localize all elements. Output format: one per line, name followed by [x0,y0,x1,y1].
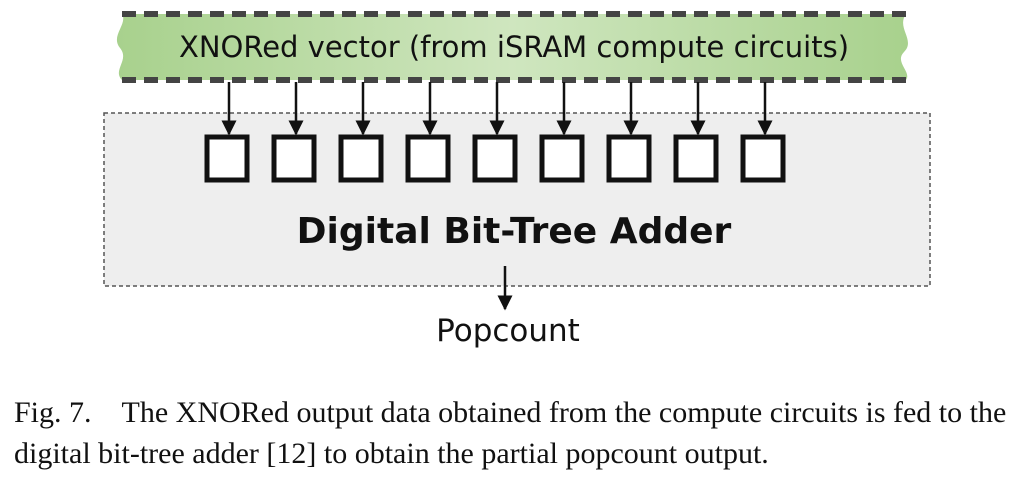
bit-cell [338,134,384,183]
figure-caption: Fig. 7. The XNORed output data obtained … [14,392,1014,474]
caption-text: The XNORed output data obtained from the… [14,396,1007,470]
figure-number: Fig. 7. [14,396,92,429]
adder-diagram: XNORed vector (from iSRAM compute circui… [103,11,931,349]
bit-cell [673,134,719,183]
output-label: Popcount [436,313,580,349]
input-bits [204,82,786,183]
bit-cell [606,134,652,183]
bit-cell [539,134,585,183]
bit-cell [740,134,786,183]
bit-cell [204,134,250,183]
bit-cell [271,134,317,183]
input-vector-shape [116,14,908,80]
bit-cell [405,134,451,183]
input-vector-label: XNORed vector (from iSRAM compute circui… [179,30,849,64]
adder-block-label: Digital Bit-Tree Adder [297,211,732,252]
bit-cell [472,134,518,183]
input-vector-banner: XNORed vector (from iSRAM compute circui… [116,11,908,83]
